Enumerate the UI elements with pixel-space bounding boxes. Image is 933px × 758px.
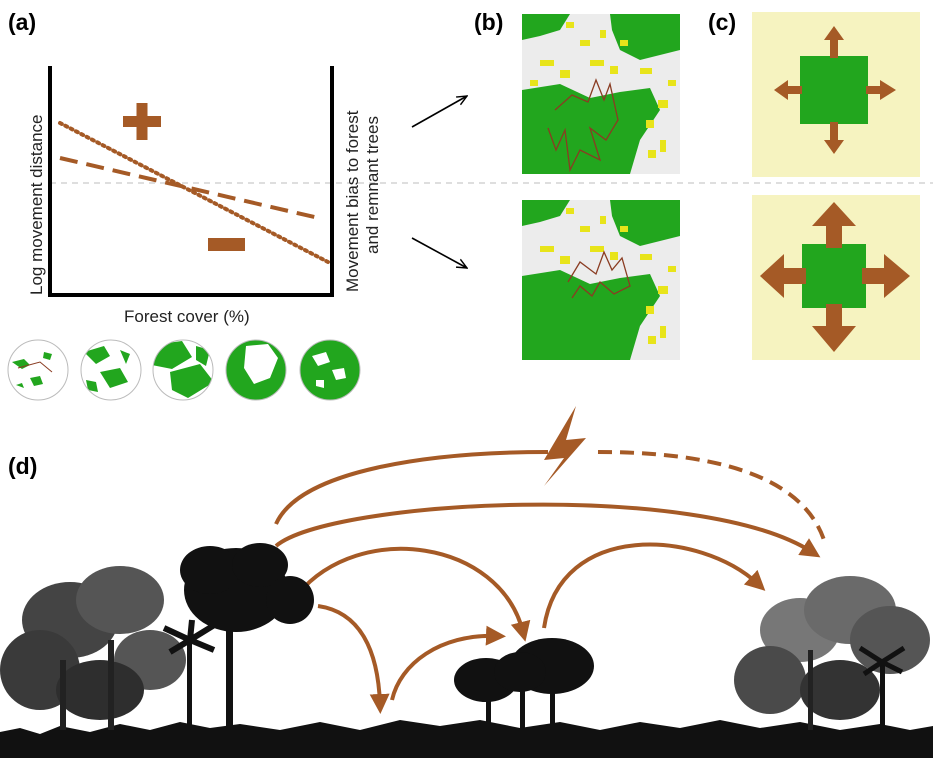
landscape-thumbnails <box>7 339 361 401</box>
panel-a-xlabel: Forest cover (%) <box>124 307 250 326</box>
long-arrow-to-right-forest <box>274 502 821 558</box>
movement-bias-cell-strong <box>752 195 920 360</box>
arrow-to-ground <box>317 604 390 714</box>
panel-a-ylabel-left: Log movement distance <box>27 115 46 296</box>
right-forest-silhouette <box>734 576 930 730</box>
remnant-tree-cluster <box>454 638 594 730</box>
plus-icon <box>123 103 161 140</box>
black-emergent-tree <box>180 543 314 730</box>
movement-bias-cell-weak <box>752 12 920 177</box>
connector-arrow-bottom <box>411 237 467 268</box>
movement-arrows <box>274 450 826 714</box>
panel-d-label: (d) <box>8 453 37 479</box>
panel-b-label: (b) <box>474 9 503 35</box>
connector-arrow-top <box>411 96 467 128</box>
landscape-circle-2 <box>81 340 141 400</box>
lightning-bolt-icon <box>544 406 586 486</box>
arrow-ground-to-center <box>390 625 506 701</box>
panel-a-label: (a) <box>8 9 36 35</box>
panel-a-ylabel-right-line1: Movement bias to forest <box>343 110 362 292</box>
panel-c: (c) <box>708 9 920 360</box>
landscape-circle-3 <box>153 340 213 400</box>
movement-map-bottom <box>522 200 680 360</box>
landscape-circle-5 <box>300 340 360 400</box>
dotted-trend-line <box>58 121 330 264</box>
panel-c-label: (c) <box>708 9 736 35</box>
panel-b: (b) <box>474 9 680 360</box>
ground-silhouette <box>0 720 933 758</box>
panel-d: (d) <box>0 406 933 758</box>
minus-icon <box>208 238 245 251</box>
dashed-trend-line <box>59 156 324 221</box>
long-arrow-dashed-end <box>597 450 826 541</box>
arrow-center-to-right <box>542 542 766 629</box>
panel-a-ylabel-right-line2: and remnant trees <box>363 116 382 254</box>
long-arrow-interrupted <box>274 450 549 525</box>
movement-map-top <box>522 14 680 174</box>
landscape-circle-1 <box>8 340 68 400</box>
left-forest-silhouette <box>0 566 218 730</box>
panel-a-axes <box>48 66 334 297</box>
panel-a: (a) Log movement distance Movement bias … <box>7 9 382 401</box>
arrow-to-center-tree <box>296 546 531 642</box>
landscape-circle-4 <box>226 340 286 400</box>
